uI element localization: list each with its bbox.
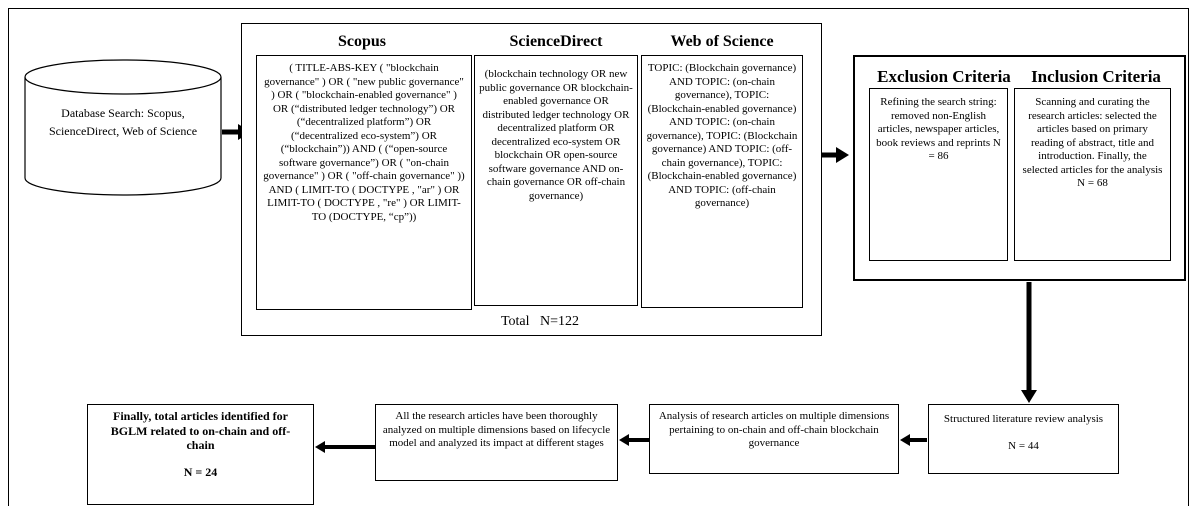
lifecycle-analysis-box: All the research articles have been thor… xyxy=(375,404,618,481)
final-articles-box: Finally, total articles identified for B… xyxy=(87,404,314,505)
final-articles-text: Finally, total articles identified for B… xyxy=(110,409,291,452)
inclusion-box: Scanning and curating the research artic… xyxy=(1014,88,1171,261)
exclusion-header: Exclusion Criteria xyxy=(877,67,1011,86)
search-total: Total N=122 xyxy=(500,314,580,329)
analysis-box: Analysis of research articles on multipl… xyxy=(649,404,899,474)
sciencedirect-query-box: (blockchain technology OR new public gov… xyxy=(474,55,638,306)
scopus-header: Scopus xyxy=(337,33,387,50)
structured-review-count: N = 44 xyxy=(1008,439,1039,452)
exclusion-box: Refining the search string: removed non-… xyxy=(869,88,1008,261)
structured-review-box: Structured literature review analysis N … xyxy=(928,404,1119,474)
webofscience-header: Web of Science xyxy=(670,33,774,50)
sciencedirect-header: ScienceDirect xyxy=(509,33,603,50)
inclusion-header: Inclusion Criteria xyxy=(1031,67,1161,86)
database-cylinder-icon xyxy=(24,59,222,196)
diagram-frame xyxy=(8,8,1189,506)
webofscience-query-box: TOPIC: (Blockchain governance) AND TOPIC… xyxy=(641,55,803,308)
structured-review-text: Structured literature review analysis xyxy=(943,413,1104,425)
database-label: Database Search: Scopus, ScienceDirect, … xyxy=(48,106,198,138)
final-articles-count: N = 24 xyxy=(183,464,218,479)
scopus-query-box: ( TITLE-ABS-KEY ( "blockchain governance… xyxy=(256,55,472,310)
